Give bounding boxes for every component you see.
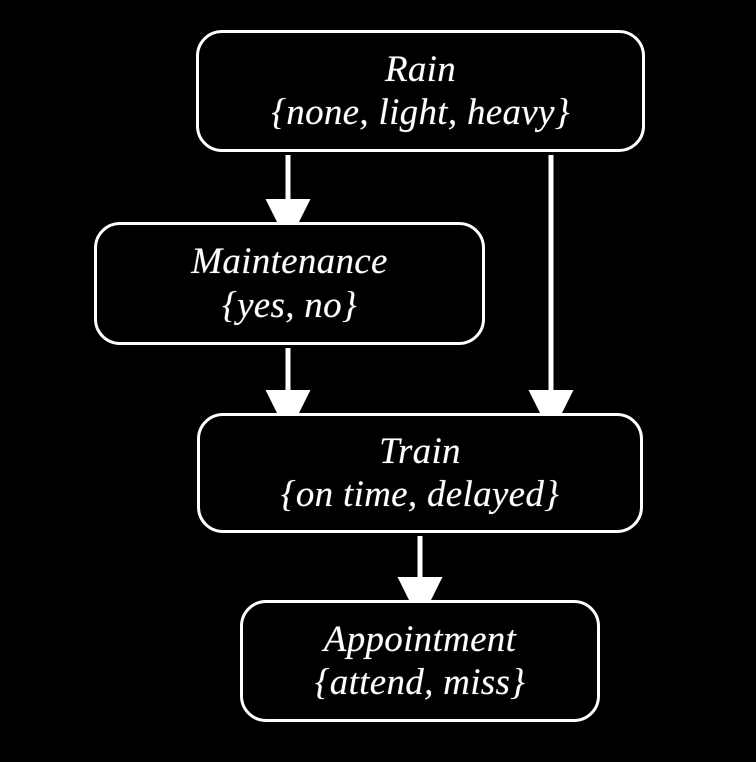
node-appointment-title: Appointment [323, 618, 517, 660]
node-train-title: Train [379, 430, 461, 472]
node-rain-values: {none, light, heavy} [271, 92, 570, 133]
node-train[interactable]: Train {on time, delayed} [197, 413, 643, 533]
node-rain-title: Rain [384, 48, 457, 90]
node-train-values: {on time, delayed} [280, 474, 560, 515]
node-maintenance[interactable]: Maintenance {yes, no} [94, 222, 485, 345]
node-rain[interactable]: Rain {none, light, heavy} [196, 30, 645, 152]
node-appointment-values: {attend, miss} [314, 662, 526, 703]
node-appointment[interactable]: Appointment {attend, miss} [240, 600, 600, 722]
node-maintenance-title: Maintenance [191, 241, 388, 283]
node-maintenance-values: {yes, no} [221, 284, 358, 326]
